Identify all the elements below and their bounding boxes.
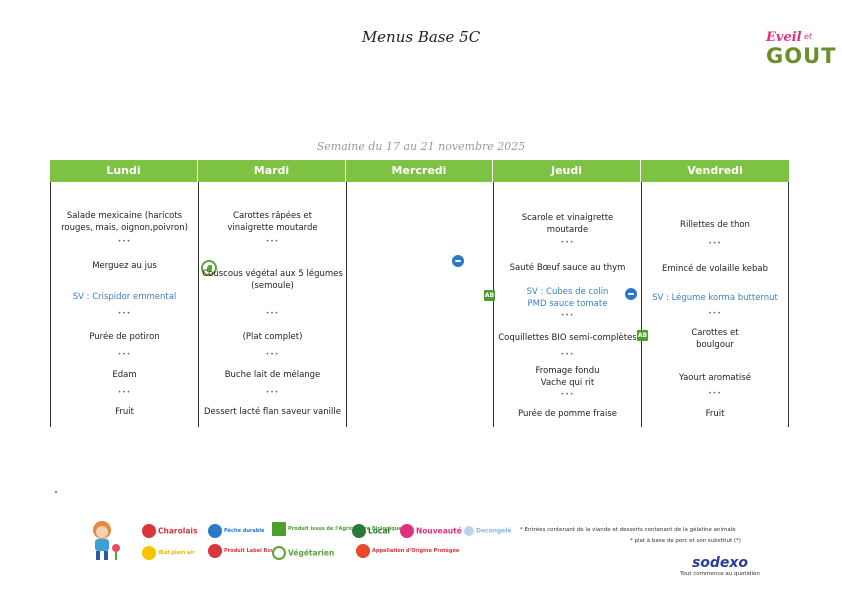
- separator: •••: [117, 351, 132, 358]
- vendredi-sv: SV : Légume korma butternut: [652, 293, 778, 303]
- separator: •••: [117, 238, 132, 245]
- vendredi-laitage: Yaourt aromatisé: [679, 373, 751, 383]
- nouveaute-icon: [400, 524, 414, 538]
- menu-header: Lundi Mardi Mercredi Jeudi Vendredi: [50, 160, 789, 182]
- column-lundi: Salade mexicaine (haricots rouges, mais,…: [50, 182, 198, 427]
- lundi-dessert: Fruit: [115, 407, 134, 417]
- column-vendredi: AB Rillettes de thon ••• Emincé de volai…: [637, 182, 789, 427]
- local-icon: [352, 524, 366, 538]
- mardi-accompagnement: (Plat complet): [242, 332, 303, 342]
- separator: •••: [560, 391, 575, 398]
- label-rouge-icon: [208, 544, 222, 558]
- footnotes: * Entrées contenant de la viande et dess…: [520, 525, 760, 547]
- legend-nouveaute: Nouveauté: [400, 524, 462, 538]
- legend-peche-durable: Pêche durable: [208, 524, 264, 538]
- logo-text-top: Eveil: [766, 30, 802, 45]
- separator: •••: [265, 389, 280, 396]
- jeudi-sv: SV : Cubes de colin PMD sauce tomate: [526, 287, 609, 309]
- legend-aop: Appellation d'Origine Protégée: [356, 544, 459, 558]
- mardi-dessert: Dessert lacté flan saveur vanille: [204, 407, 341, 417]
- sodexo-name: sodexo: [691, 555, 749, 571]
- page-title: Menus Base 5C: [361, 28, 481, 46]
- footnote-gelatine: * Entrées contenant de la viande et dess…: [520, 527, 736, 533]
- vendredi-plat: Emincé de volaille kebab: [662, 264, 768, 274]
- sodexo-logo: sodexo Tout commence au quotidien: [675, 555, 765, 577]
- separator: •••: [560, 312, 575, 319]
- separator: •••: [560, 351, 575, 358]
- legend-bio: Produit issus de l'Agriculture Biologiqu…: [272, 522, 402, 536]
- vendredi-accompagnement: Carottes et boulgour: [691, 328, 739, 350]
- day-header-mercredi: Mercredi: [346, 160, 493, 182]
- bio-ab-icon: AB: [637, 330, 648, 341]
- legend-local: Local: [352, 524, 390, 538]
- logo-text-mid: et: [804, 32, 813, 41]
- page-dot: [55, 491, 57, 493]
- separator: •••: [708, 240, 722, 247]
- jeudi-laitage: Fromage fondu Vache qui rit: [535, 366, 600, 388]
- day-header-lundi: Lundi: [50, 160, 198, 182]
- mascot-illustration: [93, 521, 120, 560]
- bio-ab-icon: AB: [484, 290, 495, 301]
- jeudi-entree: Scarole et vinaigrette moutarde: [521, 213, 614, 235]
- legend-label-rouge: Produit Label Rouge: [208, 544, 281, 558]
- separator: •••: [708, 390, 722, 397]
- lundi-entree: Salade mexicaine (haricots rouges, mais,…: [61, 211, 188, 233]
- footnote-porc: * plat à base de porc et son substitut (…: [630, 538, 741, 544]
- day-header-vendredi: Vendredi: [687, 164, 743, 177]
- lundi-accompagnement: Purée de potiron: [89, 332, 160, 342]
- vendredi-entree: Rillettes de thon: [680, 220, 750, 230]
- lundi-plat: Merguez au jus: [92, 261, 157, 271]
- separator: •••: [708, 310, 722, 317]
- legend-vegetarien: Végétarien: [272, 546, 334, 560]
- mardi-laitage: Buche lait de mélange: [224, 370, 321, 380]
- legend-charolais: Charolais: [142, 524, 197, 538]
- jeudi-dessert: Purée de pomme fraise: [518, 409, 617, 419]
- mardi-plat: Couscous végétal aux 5 légumes (semoule): [202, 269, 343, 291]
- legend-oeuf: Œuf plein air: [142, 546, 195, 560]
- jeudi-plat: Sauté Bœuf sauce au thym: [509, 263, 626, 273]
- menu-table: Lundi Mardi Mercredi Jeudi Vendredi Sala…: [50, 160, 789, 427]
- mardi-entree: Carottes râpées et vinaigrette moutarde: [227, 211, 318, 233]
- separator: •••: [117, 389, 132, 396]
- separator: •••: [265, 310, 280, 317]
- vegetarian-icon: [272, 546, 286, 560]
- day-header-jeudi: Jeudi: [493, 160, 641, 182]
- charolais-icon: [142, 524, 156, 538]
- separator: •••: [560, 239, 575, 246]
- vendredi-dessert: Fruit: [705, 409, 725, 419]
- jeudi-accompagnement: Coquillettes BIO semi-complètes: [498, 333, 637, 343]
- separator: •••: [117, 310, 132, 317]
- fish-icon: [208, 524, 222, 538]
- vegetarian-icon: [201, 260, 217, 276]
- aop-icon: [356, 544, 370, 558]
- legend: Charolais Pêche durable Produit issus de…: [138, 520, 512, 564]
- separator: •••: [265, 238, 280, 245]
- day-header-mardi: Mardi: [198, 160, 346, 182]
- ab-icon: [272, 522, 286, 536]
- peche-durable-icon: [625, 288, 637, 300]
- separator: •••: [265, 351, 280, 358]
- eveil-et-gout-logo: Eveil et GOUT: [760, 30, 835, 72]
- column-jeudi: Scarole et vinaigrette moutarde ••• Saut…: [484, 182, 641, 427]
- egg-icon: [142, 546, 156, 560]
- sodexo-tagline: Tout commence au quotidien: [680, 571, 760, 577]
- legend-decongele: Decongelé: [464, 526, 512, 536]
- snowflake-icon: [464, 526, 474, 536]
- peche-durable-icon: [452, 255, 464, 267]
- column-mardi: Carottes râpées et vinaigrette moutarde …: [198, 182, 346, 427]
- lundi-laitage: Edam: [112, 370, 137, 380]
- week-label: Semaine du 17 au 21 novembre 2025: [316, 140, 526, 153]
- lundi-sv: SV : Crispidor emmental: [72, 292, 177, 302]
- column-mercredi: [346, 182, 493, 427]
- logo-text-bottom: GOUT: [766, 44, 837, 68]
